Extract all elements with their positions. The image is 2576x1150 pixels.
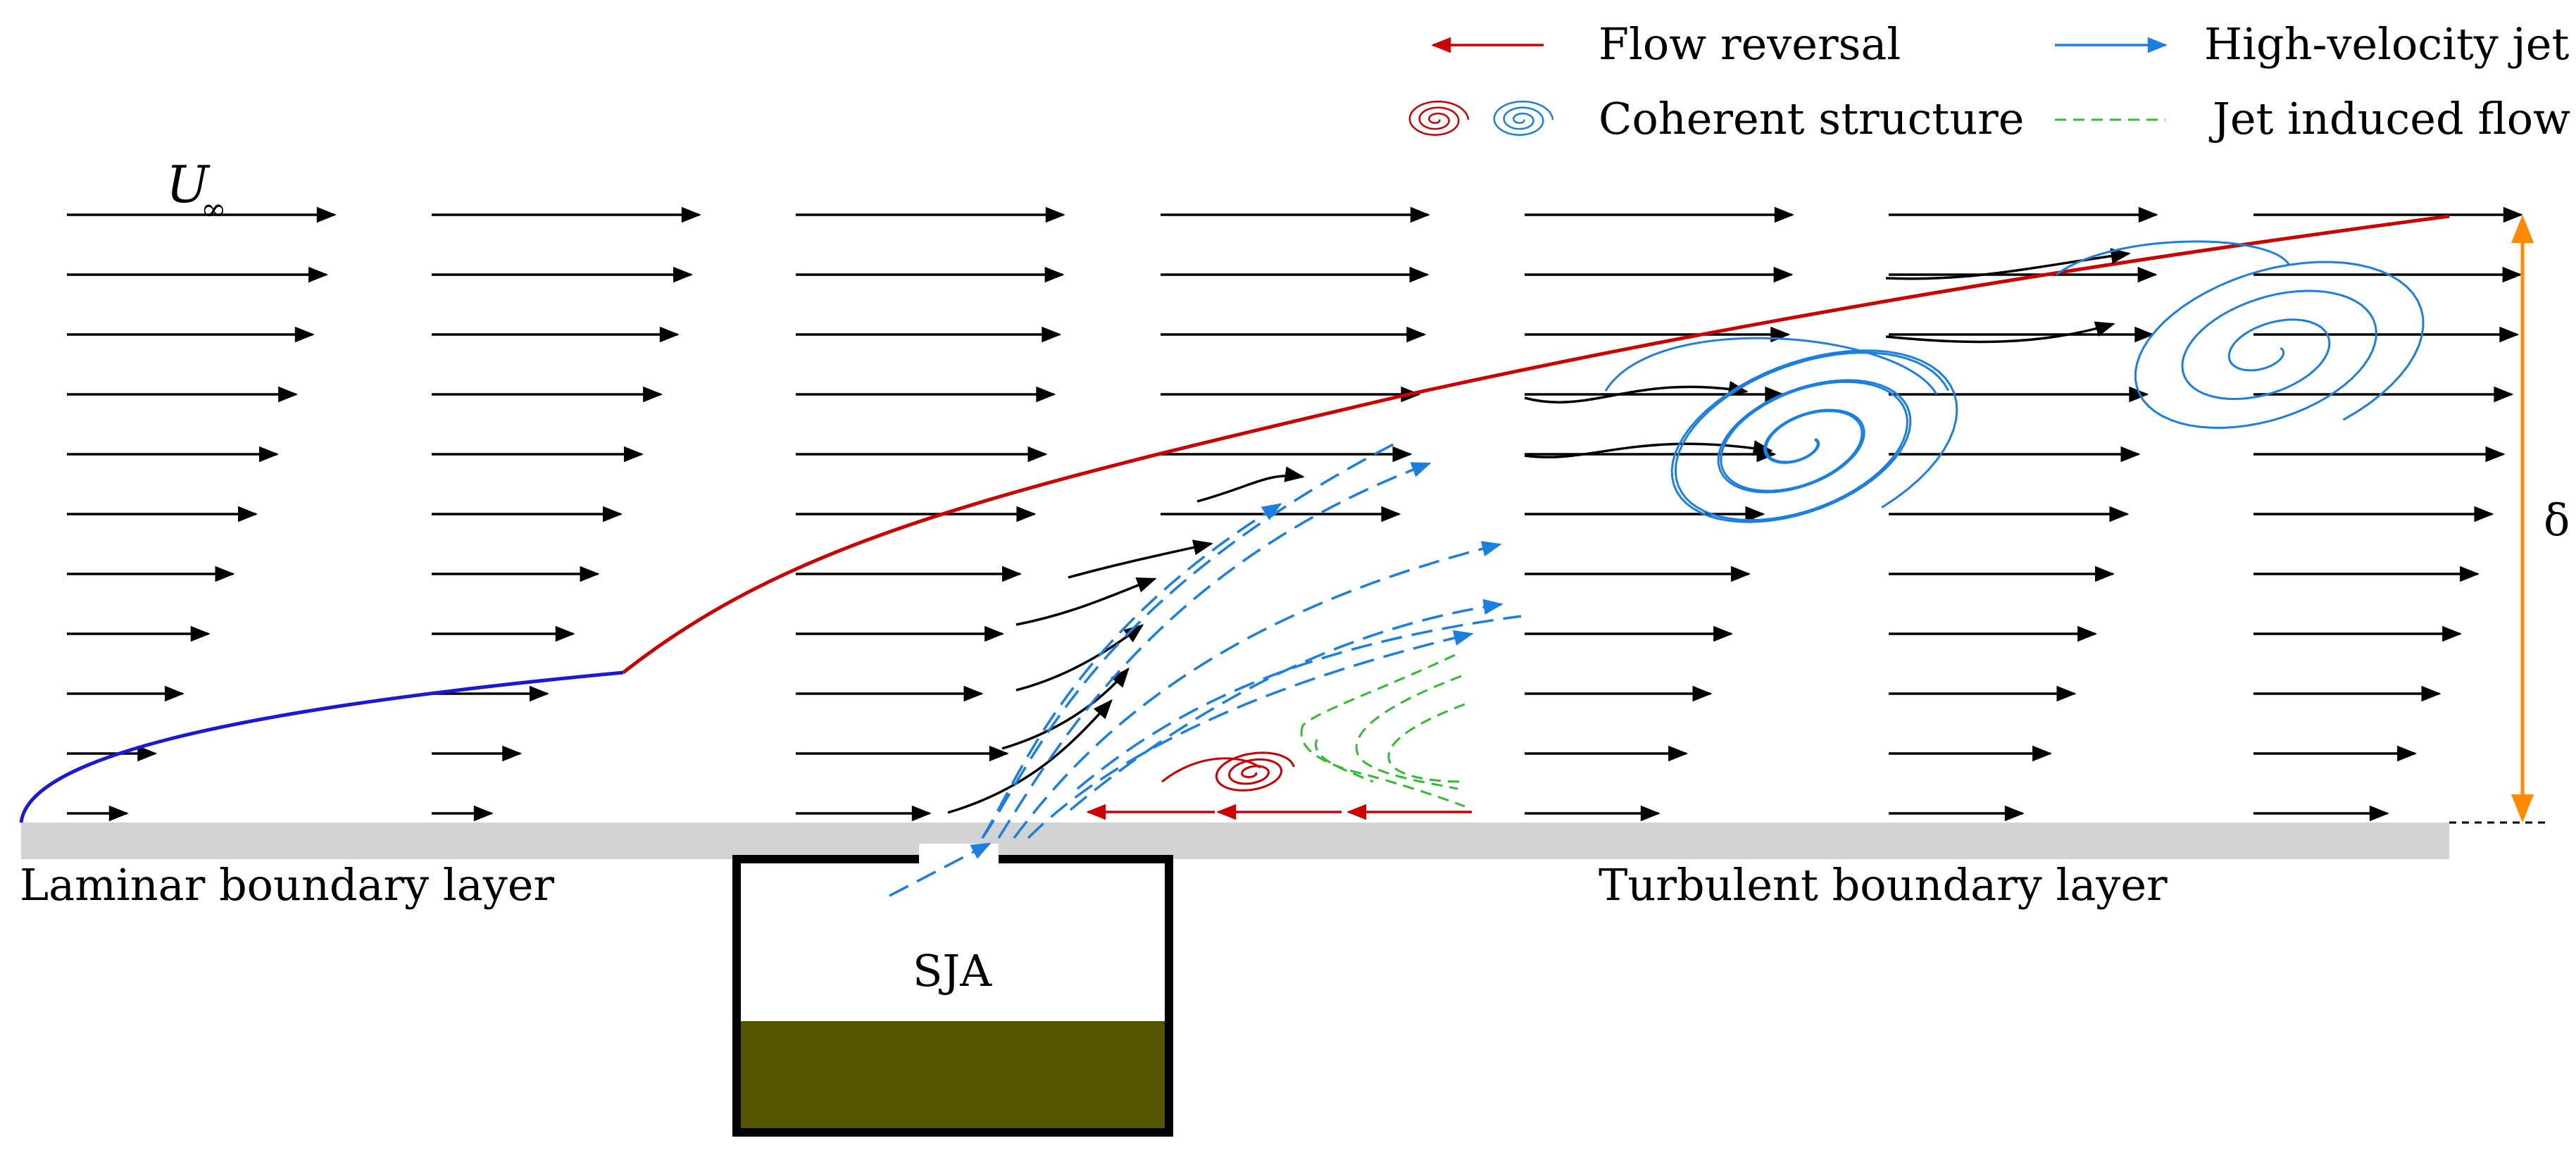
actuator-fluid: [737, 1021, 1168, 1134]
vortex-tail: [1161, 757, 1261, 783]
streamline: [1015, 624, 1144, 692]
jet-streamline: [1076, 615, 1522, 790]
streamline: [1068, 539, 1213, 579]
induced-flow-line: [1315, 739, 1374, 783]
coherent-structures: [1161, 100, 2425, 792]
coherent-structure-blue: [1674, 351, 1949, 522]
jet-streamline: [889, 842, 992, 897]
induced-flow-line: [1355, 675, 1462, 790]
induced-flow-line: [1301, 654, 1456, 727]
legend-induced-label: Jet induced flow: [2208, 93, 2570, 144]
jet-induced-flow: [1300, 654, 1465, 808]
synthetic-jet-actuator: SJA: [732, 844, 1173, 1137]
jet-streamline: [1069, 599, 1503, 811]
laminar-boundary-layer-edge: [19, 670, 624, 823]
jet-streamline: [997, 462, 1432, 839]
legend: Flow reversal High-velocity jet Coherent…: [1431, 18, 2570, 144]
deflected-streamlines: [947, 248, 2131, 814]
boundary-layer-thickness: δ: [2449, 215, 2570, 824]
vortex-tail: [1604, 337, 1938, 395]
freestream-symbol: U: [166, 155, 211, 214]
freestream-subscript: ∞: [201, 192, 227, 227]
coherent-structure-red-legend: [1408, 100, 1470, 136]
jet-streamline: [1013, 541, 1502, 839]
high-velocity-jet-streamlines: [889, 439, 1522, 897]
streamline: [1885, 321, 2115, 344]
induced-flow-line: [1300, 725, 1465, 808]
streamline: [1001, 667, 1130, 750]
coherent-structure-red: [1215, 751, 1295, 792]
coherent-structure-blue: [2134, 261, 2425, 430]
streamline: [1015, 577, 1157, 626]
legend-coherent-label: Coherent structure: [1599, 93, 2024, 144]
streamline: [947, 699, 1113, 814]
laminar-label: Laminar boundary layer: [20, 859, 554, 911]
freestream-label: U ∞: [166, 155, 227, 227]
turbulent-boundary-layer-edge: [622, 214, 2450, 674]
wall: [21, 823, 2449, 859]
jet-streamline: [981, 503, 1282, 839]
actuator-walls: [732, 855, 1173, 1137]
thickness-arrowhead-top: [2511, 215, 2534, 243]
legend-flow-reversal-label: Flow reversal: [1599, 18, 1901, 70]
streamline: [1196, 466, 1305, 503]
vortex-tail: [2056, 240, 2290, 276]
streamline: [1885, 248, 2131, 280]
thickness-arrowhead-bottom: [2511, 794, 2534, 823]
delta-label: δ: [2544, 494, 2570, 546]
coherent-structure-blue: [1670, 349, 1958, 523]
induced-flow-line: [1387, 703, 1465, 783]
turbulent-label: Turbulent boundary layer: [1599, 859, 2168, 911]
jet-streamline: [1027, 630, 1474, 839]
streamline: [1524, 380, 1749, 404]
coherent-structure-blue-legend: [1493, 100, 1554, 136]
jet-streamline: [981, 439, 1402, 839]
actuator-label: SJA: [913, 945, 992, 996]
freestream-velocity-arrows: [67, 206, 2523, 822]
legend-jet-label: High-velocity jet: [2204, 18, 2569, 70]
